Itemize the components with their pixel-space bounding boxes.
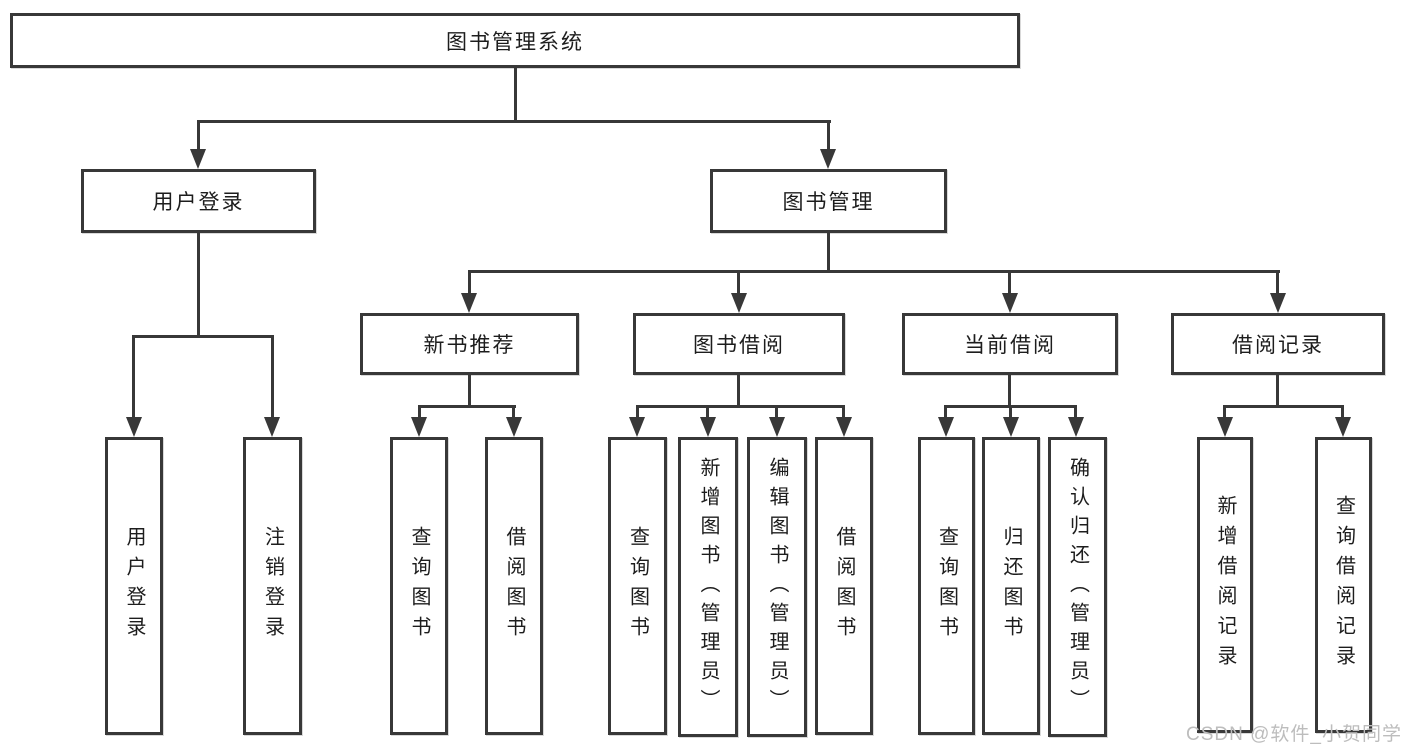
node-borrowing-records: 借阅记录 [1171, 313, 1385, 375]
connector-vline [1074, 405, 1077, 419]
connector-vline [197, 120, 200, 152]
leaf-confirm-return-admin-label: 确认归还（管理员） [1066, 456, 1089, 718]
arrow-down-icon [506, 417, 522, 437]
connector-hline [197, 120, 831, 123]
node-new-book-recommend-label: 新书推荐 [423, 334, 516, 357]
connector-vline [1341, 405, 1344, 419]
leaf-add-borrow-record: 新增借阅记录 [1197, 437, 1253, 733]
leaf-query-books-borrowing: 查询图书 [608, 437, 667, 735]
arrow-down-icon [820, 149, 836, 169]
leaf-query-books-recommend: 查询图书 [390, 437, 448, 735]
connector-vline [1008, 270, 1011, 296]
arrow-down-icon [836, 417, 852, 437]
connector-vline [1223, 405, 1226, 419]
connector-vline [775, 405, 778, 419]
arrow-down-icon [769, 417, 785, 437]
leaf-query-borrow-record-label: 查询借阅记录 [1332, 495, 1355, 675]
arrow-down-icon [731, 293, 747, 313]
arrow-down-icon [1068, 417, 1084, 437]
node-book-management: 图书管理 [710, 169, 947, 233]
connector-vline [271, 335, 274, 420]
connector-vline [706, 405, 709, 419]
arrow-down-icon [1270, 293, 1286, 313]
arrow-down-icon [1002, 293, 1018, 313]
arrow-down-icon [264, 417, 280, 437]
leaf-confirm-return-admin: 确认归还（管理员） [1048, 437, 1107, 737]
connector-vline [468, 375, 471, 408]
connector-vline [636, 405, 639, 419]
connector-vline [514, 68, 517, 123]
arrow-down-icon [126, 417, 142, 437]
leaf-query-books-current-label: 查询图书 [935, 526, 958, 646]
leaf-logout-label: 注销登录 [261, 526, 284, 646]
leaf-borrow-books-borrowing: 借阅图书 [815, 437, 873, 735]
leaf-return-books-label: 归还图书 [1000, 526, 1022, 646]
connector-hline [418, 405, 516, 408]
node-user-login: 用户登录 [81, 169, 316, 233]
node-current-borrowing-label: 当前借阅 [964, 334, 1056, 357]
arrow-down-icon [938, 417, 954, 437]
node-user-login-label: 用户登录 [152, 191, 245, 214]
connector-vline [1276, 375, 1279, 408]
node-library-system: 图书管理系统 [10, 13, 1020, 68]
node-borrowing-records-label: 借阅记录 [1232, 334, 1324, 357]
leaf-query-borrow-record: 查询借阅记录 [1315, 437, 1372, 733]
connector-hline [1223, 405, 1344, 408]
connector-vline [737, 270, 740, 296]
arrow-down-icon [411, 417, 427, 437]
arrow-down-icon [190, 149, 206, 169]
csdn-watermark: CSDN @软件_小贺同学 [1186, 724, 1402, 745]
connector-vline [197, 233, 200, 338]
leaf-user-login-label: 用户登录 [123, 526, 145, 646]
connector-vline [827, 120, 830, 152]
leaf-query-books-current: 查询图书 [918, 437, 975, 735]
leaf-borrow-books-recommend-label: 借阅图书 [503, 526, 525, 646]
node-book-management-label: 图书管理 [782, 191, 875, 214]
connector-vline [827, 233, 830, 273]
arrow-down-icon [1003, 417, 1019, 437]
connector-vline [1276, 270, 1279, 296]
connector-hline [132, 335, 274, 338]
leaf-borrow-books-recommend: 借阅图书 [485, 437, 543, 735]
leaf-borrow-books-borrowing-label: 借阅图书 [833, 526, 855, 646]
arrow-down-icon [700, 417, 716, 437]
node-book-borrowing: 图书借阅 [633, 313, 845, 375]
connector-hline [468, 270, 1280, 273]
node-new-book-recommend: 新书推荐 [360, 313, 579, 375]
leaf-return-books: 归还图书 [982, 437, 1040, 735]
connector-vline [1009, 405, 1012, 419]
node-library-system-label: 图书管理系统 [446, 30, 584, 54]
node-current-borrowing: 当前借阅 [902, 313, 1118, 375]
connector-vline [468, 270, 471, 296]
arrow-down-icon [629, 417, 645, 437]
connector-vline [842, 405, 845, 419]
connector-vline [944, 405, 947, 419]
connector-vline [1008, 375, 1011, 408]
connector-hline [636, 405, 845, 408]
leaf-add-borrow-record-label: 新增借阅记录 [1214, 495, 1236, 675]
node-book-borrowing-label: 图书借阅 [693, 334, 785, 357]
arrow-down-icon [1335, 417, 1351, 437]
leaf-edit-books-admin: 编辑图书（管理员） [747, 437, 807, 737]
leaf-query-books-borrowing-label: 查询图书 [626, 526, 649, 646]
arrow-down-icon [1217, 417, 1233, 437]
leaf-add-books-admin: 新增图书（管理员） [678, 437, 738, 737]
arrow-down-icon [461, 293, 477, 313]
leaf-add-books-admin-label: 新增图书（管理员） [697, 456, 719, 718]
connector-vline [737, 375, 740, 408]
leaf-logout: 注销登录 [243, 437, 302, 735]
leaf-edit-books-admin-label: 编辑图书（管理员） [766, 456, 788, 718]
leaf-query-books-recommend-label: 查询图书 [408, 526, 430, 646]
connector-vline [418, 405, 421, 419]
leaf-user-login: 用户登录 [105, 437, 163, 735]
connector-vline [132, 335, 135, 420]
connector-vline [512, 405, 515, 419]
